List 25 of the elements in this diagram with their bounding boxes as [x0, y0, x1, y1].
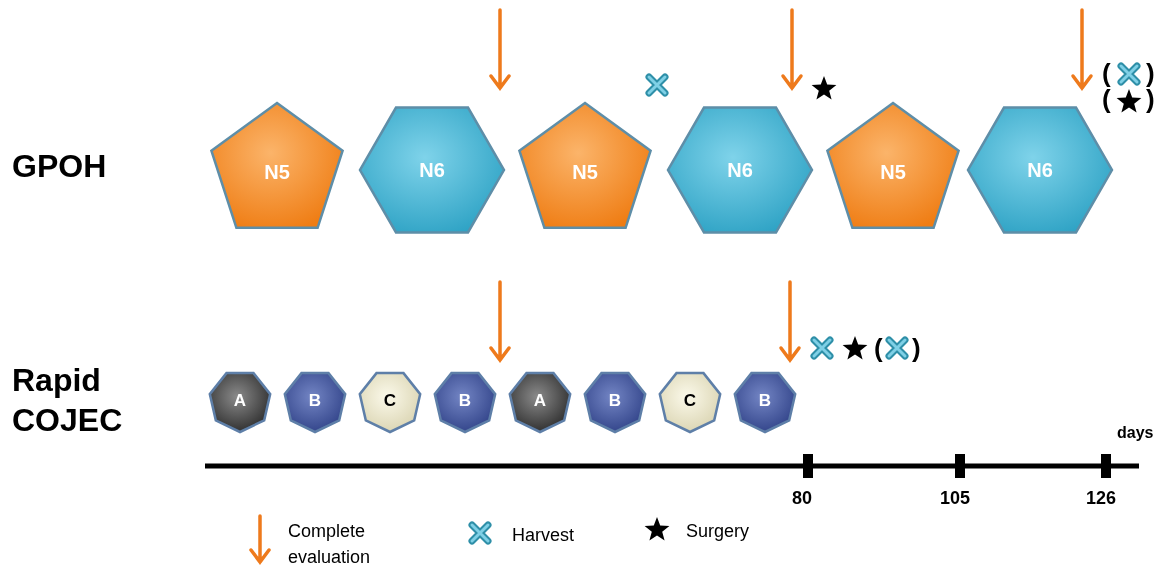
node-label: N6	[727, 158, 753, 182]
tick-label: 80	[792, 488, 813, 509]
parenthesis: (	[874, 333, 883, 364]
row-label: GPOH	[12, 147, 108, 186]
node-label: B	[758, 391, 772, 411]
node-label: A	[533, 391, 547, 411]
node-label: N6	[419, 158, 445, 182]
node-label: N5	[264, 160, 290, 184]
axis-unit: days	[1117, 424, 1154, 442]
row-label: Rapid COJEC	[12, 361, 124, 440]
node-label: B	[608, 391, 622, 411]
tick-label: 105	[940, 488, 971, 509]
node-label: N5	[572, 160, 598, 184]
node-label: A	[233, 391, 247, 411]
legend-label: Complete evaluation	[288, 520, 372, 569]
legend-label: Surgery	[686, 520, 750, 543]
parenthesis: )	[912, 333, 921, 364]
node-label: B	[458, 391, 472, 411]
node-label: B	[308, 391, 322, 411]
node-label: N5	[880, 160, 906, 184]
node-label: C	[383, 391, 397, 411]
legend-label: Harvest	[512, 524, 574, 547]
tick-label: 126	[1086, 488, 1117, 509]
node-label: C	[683, 391, 697, 411]
node-label: N6	[1027, 158, 1053, 182]
